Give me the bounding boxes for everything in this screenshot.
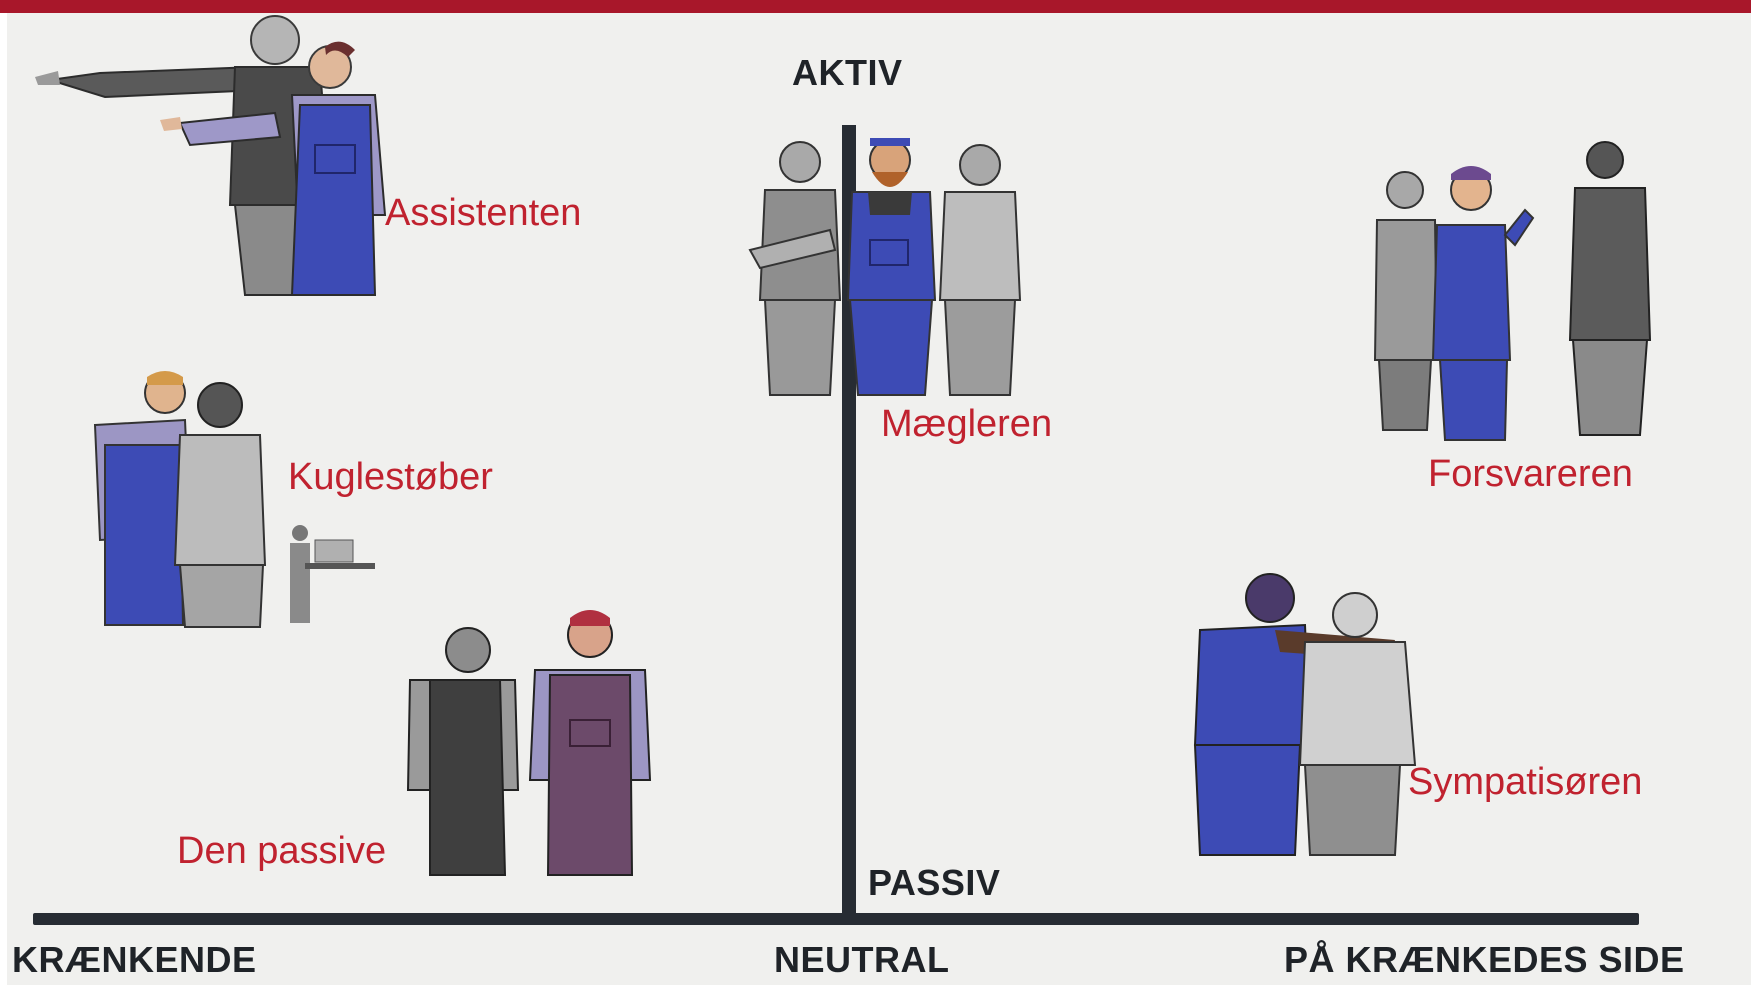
maegleren-illustration xyxy=(740,120,1040,400)
kuglestober-illustration xyxy=(85,365,385,635)
den-passive-illustration xyxy=(400,600,670,880)
axis-label-aktiv: AKTIV xyxy=(792,52,903,93)
role-label-den-passive: Den passive xyxy=(177,830,387,872)
role-label-sympatisoren: Sympatisøren xyxy=(1408,761,1643,803)
top-brand-bar xyxy=(0,0,1751,13)
sympatisoren-illustration xyxy=(1175,570,1435,860)
axis-label-paa-kraenkedes-side: PÅ KRÆNKEDES SIDE xyxy=(1284,939,1685,980)
role-label-maegleren: Mægleren xyxy=(881,403,1053,445)
axis-label-neutral: NEUTRAL xyxy=(774,939,950,980)
role-label-forsvareren: Forsvareren xyxy=(1428,453,1633,495)
axis-label-kraenkende: KRÆNKENDE xyxy=(12,939,257,980)
horizontal-axis xyxy=(33,913,1639,925)
role-label-kuglestober: Kuglestøber xyxy=(288,456,493,498)
assistenten-illustration xyxy=(30,5,390,300)
role-label-assistenten: Assistenten xyxy=(385,192,582,234)
axis-label-passiv: PASSIV xyxy=(868,862,1001,903)
forsvareren-illustration xyxy=(1365,140,1675,441)
